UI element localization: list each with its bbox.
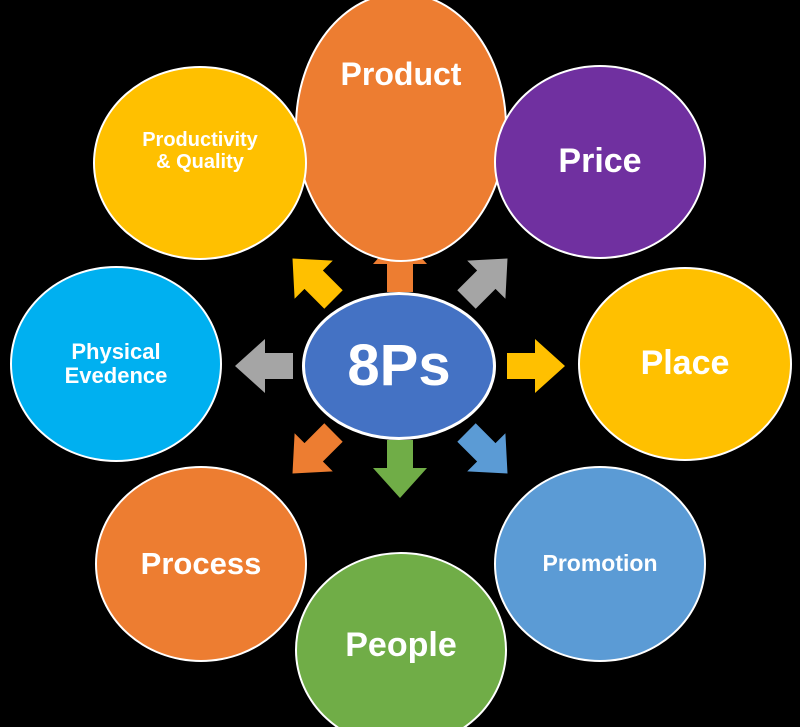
process-circle: Process — [95, 466, 307, 662]
price-label: Price — [558, 142, 642, 181]
people-label: People — [345, 626, 457, 665]
promotion-label: Promotion — [542, 550, 658, 577]
productivity-quality-circle: Productivity & Quality — [93, 66, 307, 260]
price-circle: Price — [494, 65, 706, 259]
arrow-down-to-people — [373, 440, 427, 498]
arrow-right-to-place — [507, 339, 565, 393]
center-label: 8Ps — [347, 333, 451, 399]
place-label: Place — [640, 344, 730, 383]
place-circle: Place — [578, 267, 792, 461]
arrow-down-left-to-process — [292, 423, 343, 474]
productivity-quality-label: Productivity & Quality — [142, 129, 258, 173]
people-circle: People — [295, 552, 507, 727]
arrow-up-to-product — [373, 234, 427, 292]
arrow-left-to-physical-evidence — [235, 339, 293, 393]
arrow-up-left-to-productivity — [292, 258, 343, 309]
arrow-down-right-to-promotion — [457, 423, 508, 474]
product-label: Product — [340, 56, 462, 93]
product-circle: Product — [295, 0, 507, 262]
process-label: Process — [140, 545, 262, 581]
promotion-circle: Promotion — [494, 466, 706, 662]
arrow-up-right-to-price — [457, 258, 508, 309]
physical-evidence-circle: Physical Evedence — [10, 266, 222, 462]
center-8ps-circle: 8Ps — [302, 292, 496, 440]
physical-evidence-label: Physical Evedence — [64, 338, 168, 388]
